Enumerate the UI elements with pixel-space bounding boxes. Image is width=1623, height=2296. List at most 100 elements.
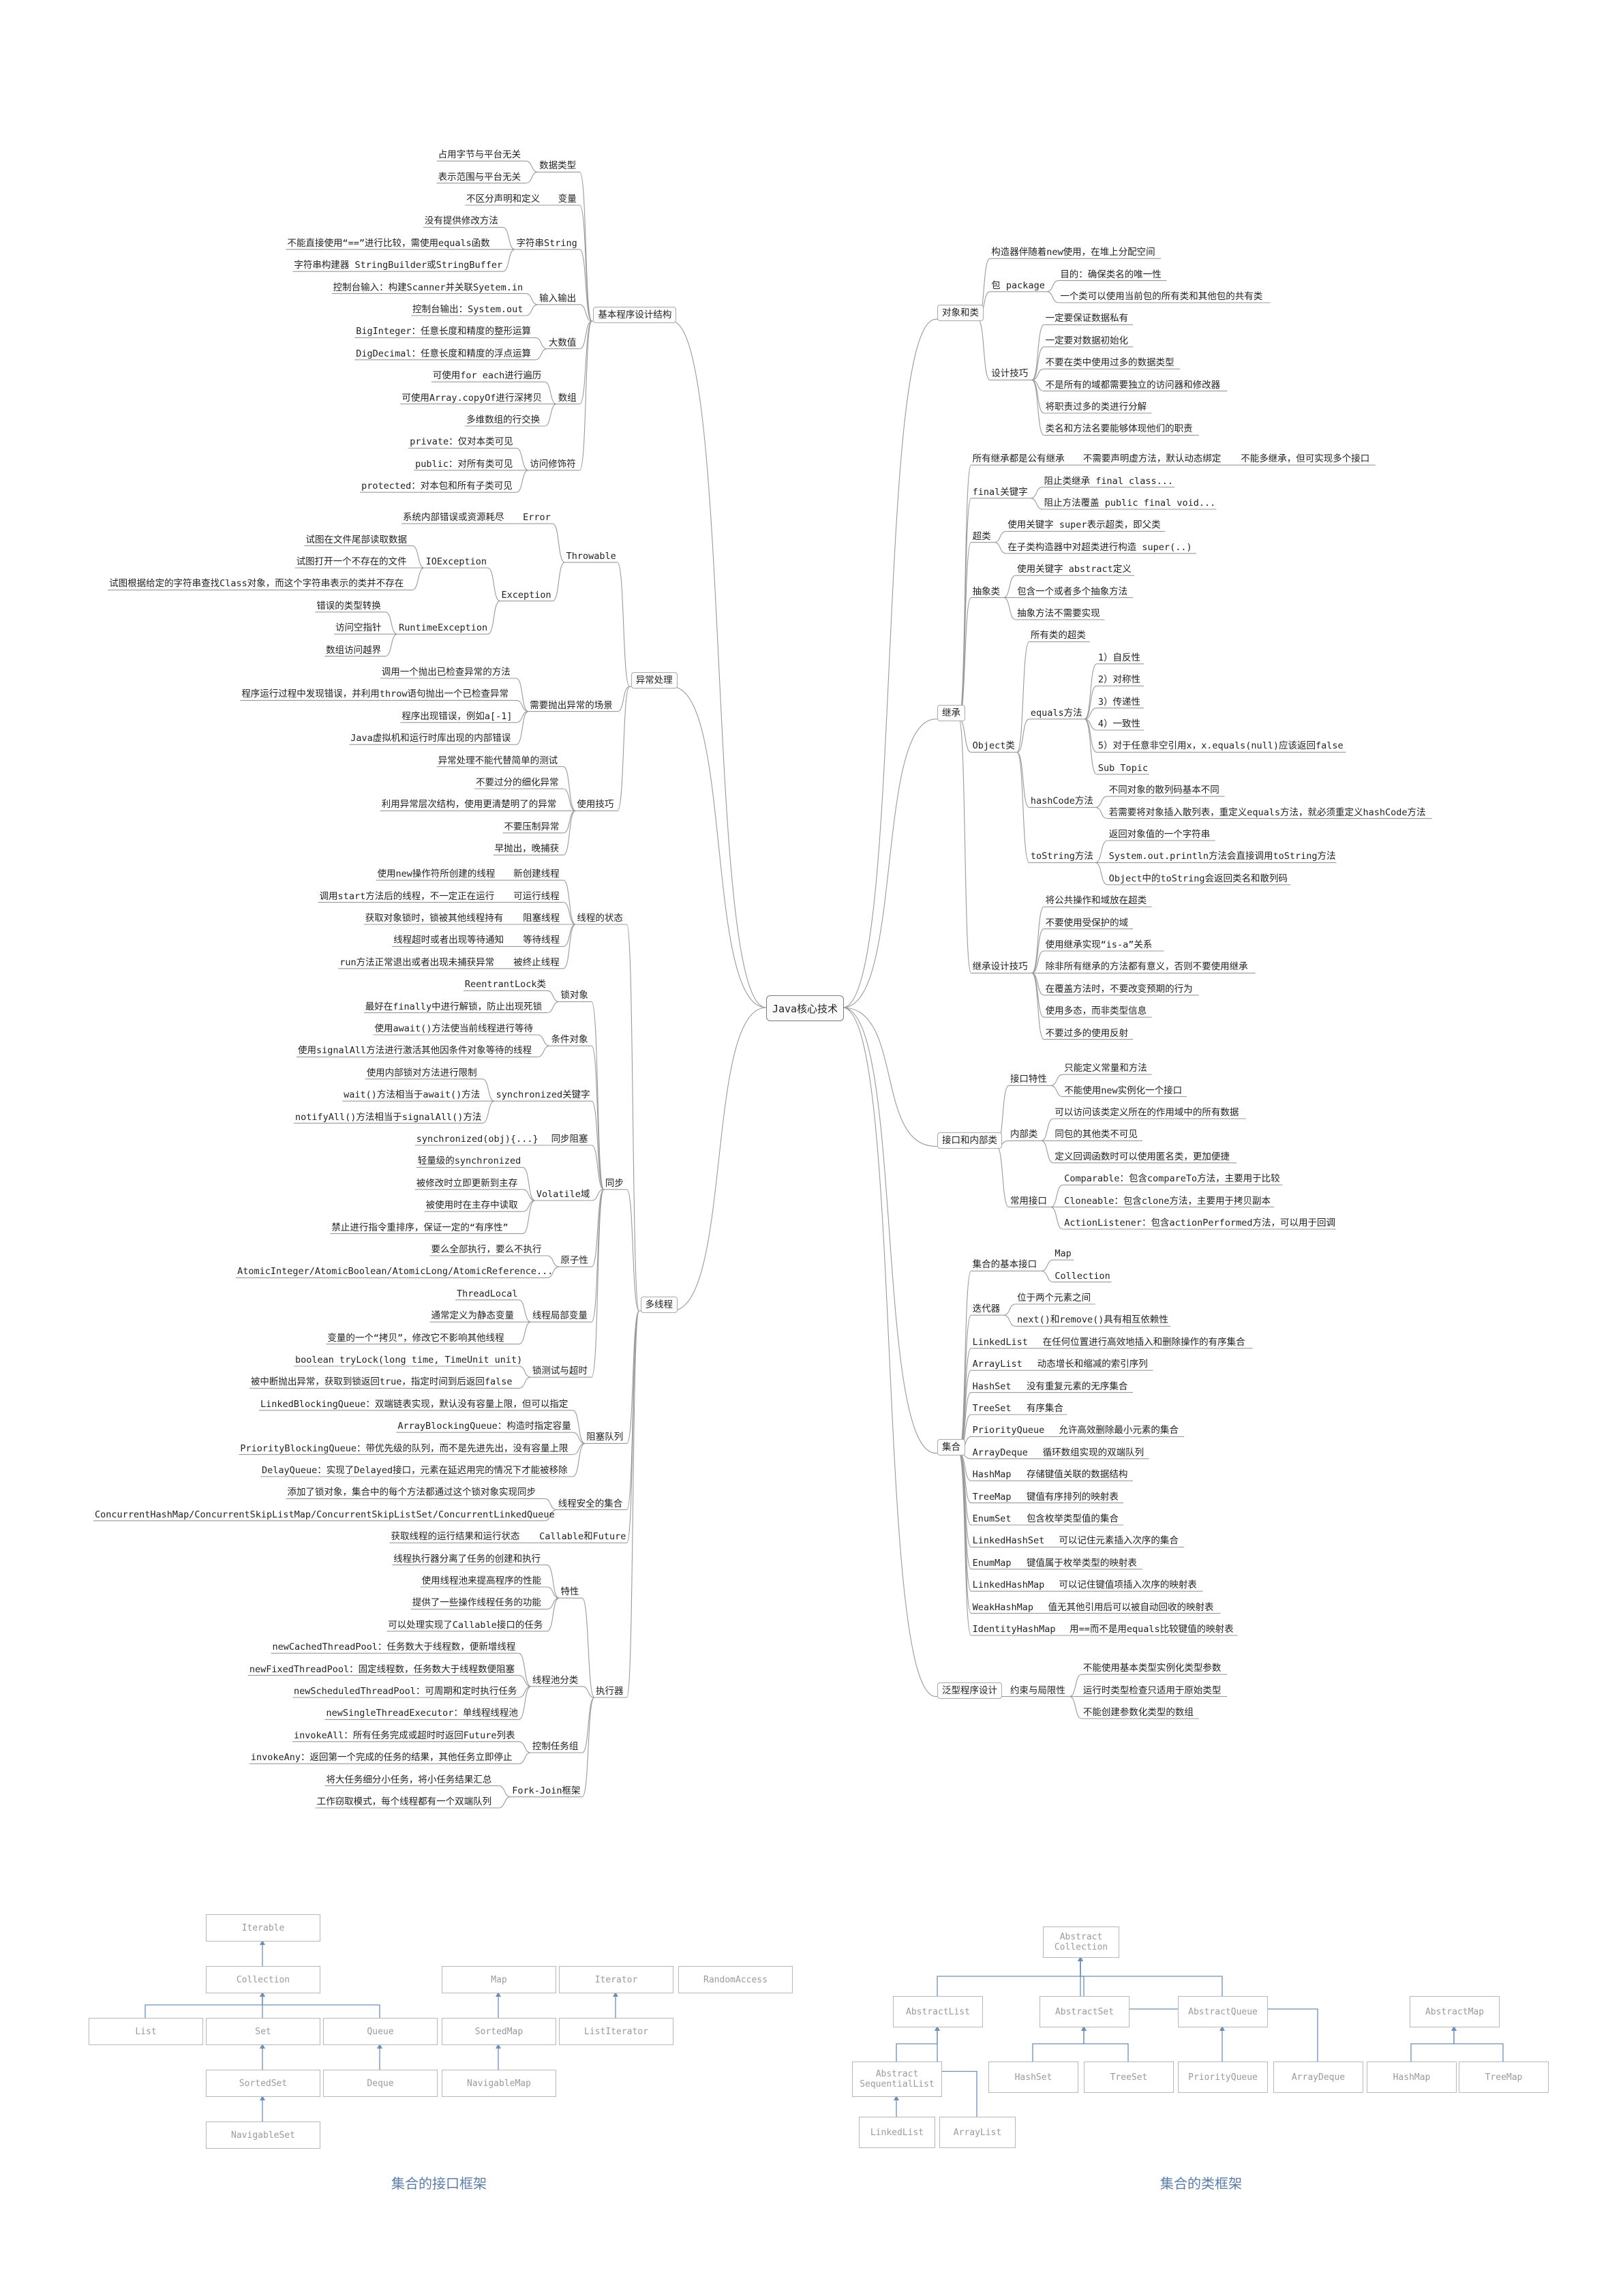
node-node[interactable]: 通常定义为静态变量 [431,1310,515,1322]
node-arraylist[interactable]: ArrayList [972,1359,1022,1370]
node-node[interactable]: 集合的基本接口 [972,1259,1037,1271]
node-equals[interactable]: 用==而不是用equals比较键值的映射表 [1070,1624,1234,1635]
node-node[interactable]: 迭代器 [972,1303,1001,1315]
node-exception[interactable]: Exception [501,589,551,601]
node-node[interactable]: 被终止线程 [513,956,560,968]
node-node[interactable]: 包含一个或者多个抽象方法 [1017,586,1128,597]
node-node[interactable]: 要么全部执行，要么不执行 [431,1244,542,1255]
node-node[interactable]: 新创建线程 [513,868,560,880]
node-ioexception[interactable]: IOException [425,556,487,567]
node-node[interactable]: 不要过多的使用反射 [1045,1027,1129,1039]
node-signalall[interactable]: 使用signalAll方法进行激活其他因条件对象等待的线程 [297,1045,532,1057]
node-sub-topic[interactable]: Sub Topic [1097,762,1149,774]
node-node[interactable]: 原子性 [560,1255,588,1267]
map-box[interactable]: Map [442,1966,556,1993]
node-5-x-x-equals-null-false[interactable]: 5）对于任意非空引用x，x.equals(null)应该返回false [1097,740,1344,752]
node-node[interactable]: 数组 [558,392,577,404]
node-node[interactable]: 控制任务组 [532,1741,579,1752]
node-node[interactable]: 所有类的超类 [1030,630,1086,641]
sortedmap-box[interactable]: SortedMap [442,2018,556,2045]
node-start[interactable]: 调用start方法后的线程，不一定正在运行 [319,890,495,902]
node-next-remove[interactable]: next()和remove()具有相互依赖性 [1017,1314,1168,1326]
node-weakhashmap[interactable]: WeakHashMap [972,1601,1034,1613]
node-error[interactable]: Error [523,512,551,524]
node-node[interactable]: 变量的一个“拷贝”，修改它不影响其他线程 [327,1332,504,1344]
node-notifyall-signalall[interactable]: notifyAll()方法相当于signalAll()方法 [295,1111,482,1123]
branch-node[interactable]: 基本程序设计结构 [593,307,677,324]
node-object-tostring[interactable]: Object中的toString会返回类名和散列码 [1108,873,1288,884]
sortedset-box[interactable]: SortedSet [206,2070,320,2097]
node-node[interactable]: 不是所有的域都需要独立的访问器和修改器 [1045,379,1221,391]
node-node[interactable]: 在覆盖方法时，不要改变预期的行为 [1045,983,1193,995]
node-node[interactable]: 被使用时在主存中读取 [425,1200,518,1211]
node-linkedblockingqueue[interactable]: LinkedBlockingQueue：双端链表实现，默认没有容量上限，但可以指… [260,1398,568,1410]
node-public-final-void[interactable]: 阻止方法覆盖 public final void... [1044,498,1216,509]
node-biginteger[interactable]: BigInteger：任意长度和精度的整形运算 [356,326,531,337]
node-await[interactable]: 使用await()方法使当前线程进行等待 [374,1023,533,1034]
node-node[interactable]: 不区分声明和定义 [466,194,541,205]
node-enumset[interactable]: EnumSet [972,1513,1012,1524]
node-newscheduledthreadpool[interactable]: newScheduledThreadPool：可周期和定时执行任务 [294,1686,517,1697]
node-node[interactable]: 抽象方法不需要实现 [1017,608,1100,619]
node-node[interactable]: 访问修饰符 [530,458,576,470]
node-node[interactable]: 访问空指针 [335,622,382,634]
node-node[interactable]: 定义回调函数时可以使用匿名类，更加便捷 [1055,1151,1230,1162]
branch-node[interactable]: 对象和类 [937,305,984,322]
node-identityhashmap[interactable]: IdentityHashMap [972,1624,1056,1635]
node-for-each[interactable]: 可使用for each进行遍历 [432,370,542,382]
hashmap-box[interactable]: HashMap [1367,2061,1457,2093]
root-node[interactable]: Java核心技术 [766,995,844,1021]
node-node[interactable]: 禁止进行指令重排序，保证一定的“有序性” [331,1222,509,1233]
node-node[interactable]: 返回对象值的一个字符串 [1108,829,1211,840]
node-node[interactable]: 条件对象 [551,1034,588,1046]
node-node[interactable]: 被修改时立即更新到主存 [416,1177,518,1189]
node-node[interactable]: 允许高效删除最小元素的集合 [1059,1425,1179,1436]
node-system-out-println-tostring[interactable]: System.out.println方法会直接调用toString方法 [1108,851,1336,862]
node-callable[interactable]: 可以处理实现了Callable接口的任务 [388,1619,543,1631]
node-node[interactable]: 将职责过多的类进行分解 [1045,402,1147,412]
node-equals[interactable]: 不能直接使用“==”进行比较，需使用equals函数 [287,237,490,249]
list-box[interactable]: List [89,2018,203,2045]
treeset-box[interactable]: TreeSet [1084,2061,1174,2093]
node-node[interactable]: 不要使用受保护的域 [1045,917,1129,928]
node-array-copyof[interactable]: 可使用Array.copyOf进行深拷贝 [401,392,542,404]
node-string[interactable]: 字符串String [516,237,577,249]
node-linkedhashmap[interactable]: LinkedHashMap [972,1580,1045,1591]
node-new[interactable]: 使用new操作符所创建的线程 [377,868,496,880]
branch-node[interactable]: 接口和内部类 [937,1132,1002,1149]
listiterator-box[interactable]: ListIterator [559,2018,673,2045]
node-synchronized[interactable]: synchronized关键字 [496,1089,590,1101]
node-newfixedthreadpool[interactable]: newFixedThreadPool：固定线程数，任务数大于线程数便阻塞 [249,1663,515,1675]
treemap-box[interactable]: TreeMap [1459,2061,1549,2093]
node-arrayblockingqueue[interactable]: ArrayBlockingQueue：构造时指定容量 [397,1421,571,1432]
node-boolean-trylock-long-time-timeunit-unit[interactable]: boolean tryLock(long time, TimeUnit unit… [295,1355,523,1365]
node-node[interactable]: 同包的其他类不可见 [1055,1129,1138,1141]
node-synchronized-obj[interactable]: synchronized(obj){...} [416,1134,539,1145]
node-node[interactable]: 存储键值关联的数据结构 [1026,1469,1128,1481]
node-threadlocal[interactable]: ThreadLocal [457,1288,518,1299]
branch-node[interactable]: 泛型程序设计 [937,1682,1002,1699]
branch-node[interactable]: 异常处理 [631,672,678,689]
node-node[interactable]: 多维数组的行交换 [466,414,541,425]
node-node[interactable]: 使用多态，而非类型信息 [1045,1006,1147,1017]
absqueue-box[interactable]: AbstractQueue [1178,1996,1268,2027]
node-wait-await[interactable]: wait()方法相当于await()方法 [344,1089,481,1101]
node-synchronized[interactable]: 轻量级的synchronized [417,1155,521,1167]
node-node[interactable]: 位于两个元素之间 [1017,1293,1091,1303]
node-collection[interactable]: Collection [1055,1270,1110,1282]
node-tostring[interactable]: toString方法 [1030,851,1093,862]
node-node[interactable]: 异常处理不能代替简单的测试 [438,755,558,766]
node-node[interactable]: 不需要声明虚方法，默认动态绑定 [1082,453,1222,465]
node-newcachedthreadpool[interactable]: newCachedThreadPool：任务数大于线程数，便新增线程 [272,1642,516,1653]
node-node[interactable]: 不能使用基本类型实例化类型参数 [1082,1663,1222,1674]
node-node[interactable]: 有序集合 [1026,1403,1063,1414]
node-new[interactable]: 构造器伴随着new使用，在堆上分配空间 [991,247,1155,258]
node-node[interactable]: 没有重复元素的无序集合 [1026,1380,1128,1392]
node-node[interactable]: 线程安全的集合 [558,1498,623,1509]
node-node[interactable]: 线程池分类 [532,1674,579,1686]
node-node[interactable]: 需要抛出异常的场景 [530,699,613,711]
node-node[interactable]: 线程执行器分离了任务的创建和执行 [393,1553,541,1565]
node-node[interactable]: 使用技巧 [577,799,614,811]
node-node[interactable]: 不要压制异常 [504,821,560,832]
absset-box[interactable]: AbstractSet [1040,1996,1129,2027]
